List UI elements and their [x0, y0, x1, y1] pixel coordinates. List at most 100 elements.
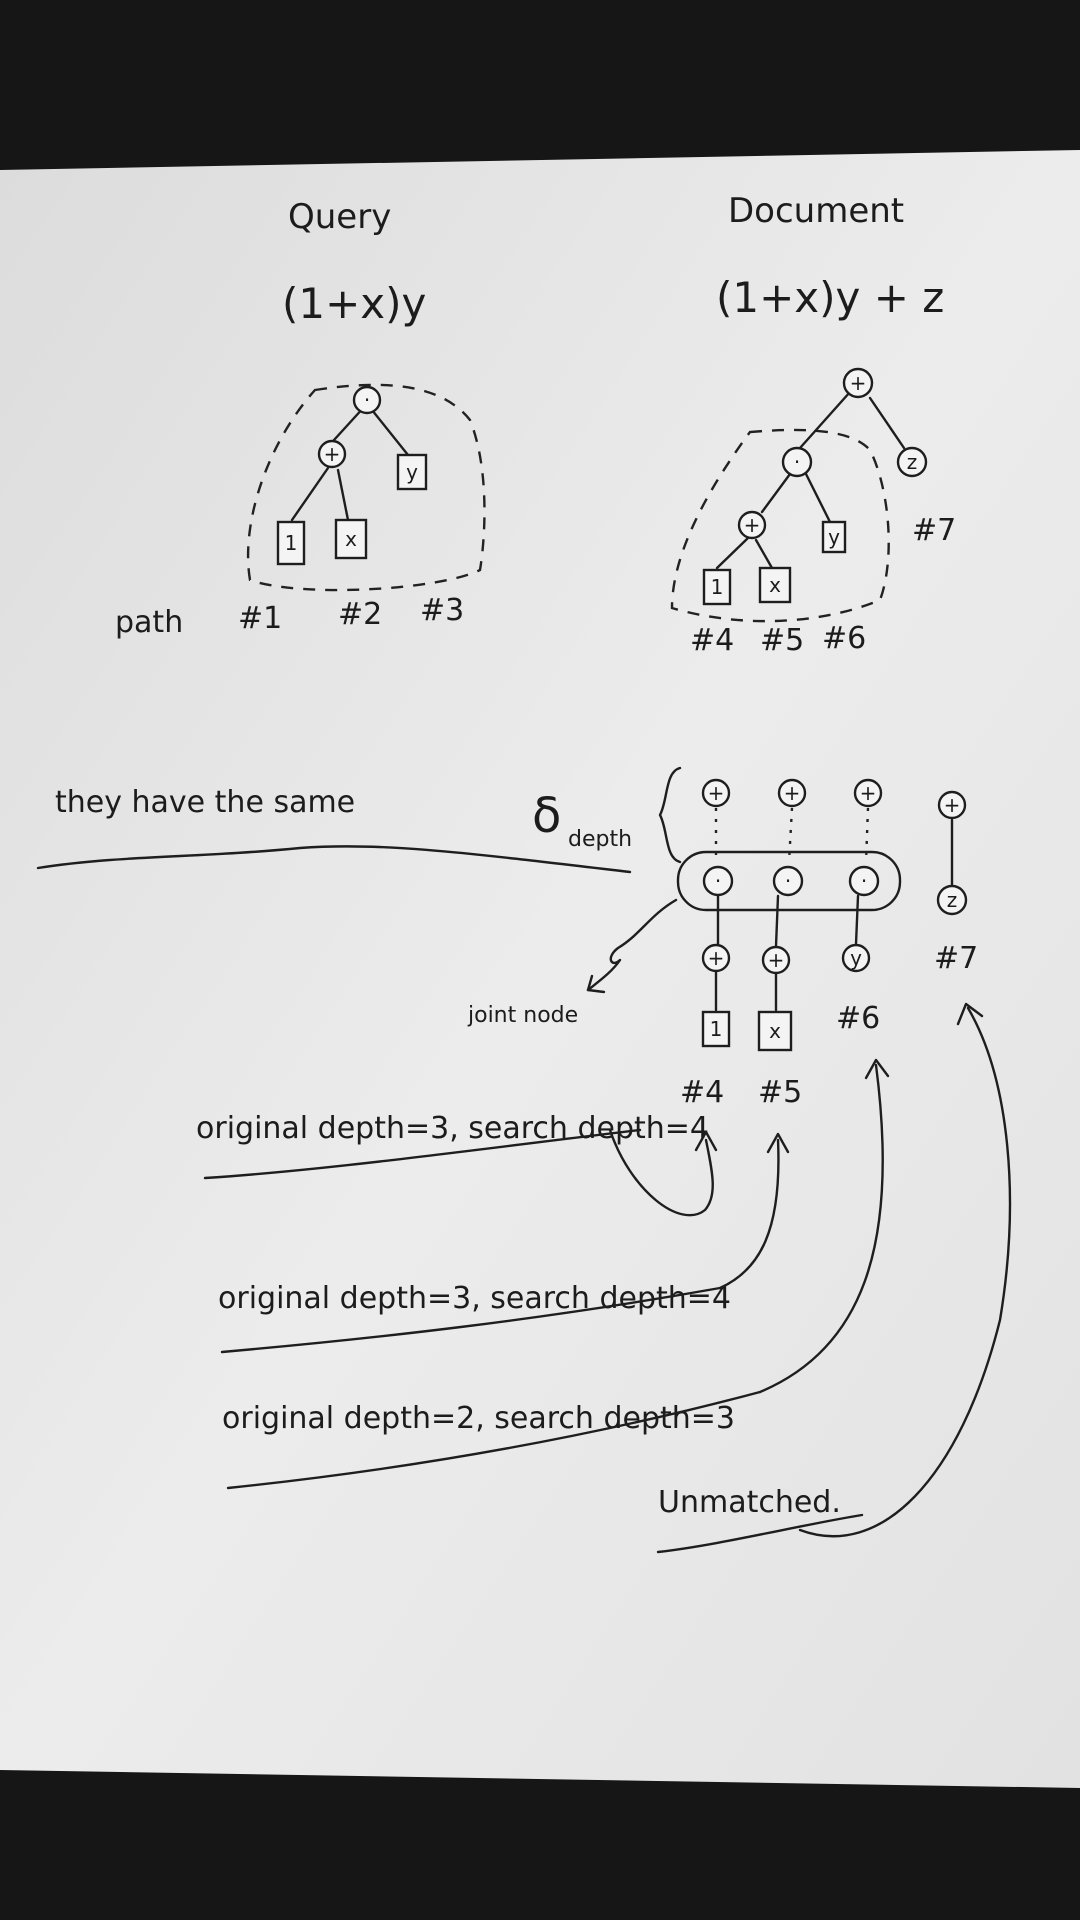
col6-top-label: +	[860, 781, 877, 805]
unmatched-underline	[656, 1513, 864, 1554]
path-4-label: #4	[690, 623, 734, 658]
path-label: path	[115, 605, 183, 640]
document-edge	[715, 536, 750, 570]
document-times-label: ·	[794, 450, 800, 474]
delta-symbol: δ	[532, 788, 561, 844]
col6-mid-label: ·	[861, 869, 867, 893]
col6-low-label: y	[850, 946, 862, 970]
result-3-arrow	[758, 1063, 884, 1394]
joint-node-arrowhead	[586, 974, 606, 994]
document-leaf-y-label: y	[828, 525, 840, 549]
col7-path-label: #7	[934, 941, 978, 976]
result-3-underline	[226, 1390, 762, 1490]
document-edge	[798, 390, 852, 450]
document-times-node	[781, 446, 813, 478]
document-heading: Document	[728, 191, 904, 231]
joint-node-label: joint node	[467, 1003, 578, 1028]
document-leaf-y	[821, 520, 847, 554]
col4-leaf	[701, 1010, 731, 1048]
col4-low-label: +	[708, 946, 725, 970]
path-7-label: #7	[912, 513, 956, 548]
query-leaf-x	[334, 518, 368, 560]
same-delta-section: they have the same δ depth	[36, 766, 682, 874]
col7-mid-label: z	[947, 888, 958, 912]
query-plus-label: +	[324, 442, 341, 466]
query-leaf-one	[276, 520, 306, 566]
query-leaf-x-label: x	[345, 527, 357, 551]
col4-mid-label: ·	[715, 869, 721, 893]
result-2-text: original depth=3, search depth=4	[218, 1281, 731, 1316]
brace	[658, 766, 682, 864]
col6-edge	[854, 894, 860, 946]
joint-node-arrow	[586, 898, 678, 992]
unmatched-text: Unmatched.	[658, 1485, 841, 1520]
document-edge	[760, 472, 792, 514]
document-edge	[754, 538, 774, 570]
col4-path-label: #4	[680, 1075, 724, 1110]
col5-mid-label: ·	[785, 869, 791, 893]
result-1-underline	[203, 1128, 642, 1180]
query-edge	[370, 408, 410, 457]
document-leaf-one	[702, 568, 732, 606]
path-6-label: #6	[822, 621, 866, 656]
col5-edge	[774, 894, 780, 948]
col6-top-node	[853, 778, 883, 808]
path-5-label: #5	[760, 623, 804, 658]
result-1-arrowhead	[694, 1130, 718, 1152]
paper-sheet	[0, 150, 1080, 1788]
query-edge	[290, 466, 330, 522]
query-plus-node	[317, 439, 347, 469]
document-expression: (1+x)y + z	[716, 273, 944, 322]
query-times-label: ·	[364, 388, 370, 412]
result-2-underline	[220, 1286, 722, 1354]
document-edge	[804, 472, 832, 524]
query-leaf-y	[396, 453, 428, 491]
col6-path-label: #6	[836, 1001, 880, 1036]
col6-low-node	[841, 943, 871, 973]
query-leaf-one-label: 1	[285, 531, 298, 555]
col6-mid-node	[848, 865, 880, 897]
path-2-label: #2	[338, 597, 382, 632]
unmatched-arrow	[798, 1006, 1012, 1538]
document-plus-node	[737, 510, 767, 540]
document-root-plus-label: +	[850, 371, 867, 395]
query-section: Query (1+x)y · + y 1 x path #1 #2 #3	[115, 197, 486, 640]
result-3-arrowhead	[864, 1058, 890, 1080]
unmatched-arrowhead	[956, 1002, 984, 1026]
col5-leaf-label: x	[769, 1019, 781, 1043]
col7-mid-node	[936, 884, 968, 916]
path-columns: + · + 1 #4 + · + x #5 + · y #6	[467, 778, 978, 1110]
results-section: original depth=3, search depth=4 origina…	[196, 1002, 1012, 1554]
result-1-arrow	[608, 1128, 714, 1217]
document-section: Document (1+x)y + z + · z + y 1 x #7 #4 …	[670, 191, 956, 658]
col5-top-label: +	[784, 781, 801, 805]
col5-top-node	[777, 778, 807, 808]
document-leaf-z-node	[896, 446, 928, 478]
document-edge	[868, 396, 906, 450]
col7-top-label: +	[944, 793, 961, 817]
col7-top-node	[937, 790, 967, 820]
document-leaf-x	[758, 566, 792, 604]
query-times-node	[352, 385, 382, 415]
document-leaf-z-label: z	[907, 450, 918, 474]
query-edge	[336, 468, 350, 522]
document-root-plus-node	[842, 367, 874, 399]
same-text: they have the same	[55, 785, 355, 820]
col5-low-label: +	[768, 948, 785, 972]
col5-path-label: #5	[758, 1075, 802, 1110]
result-2-arrow	[718, 1138, 780, 1290]
col5-leaf	[757, 1010, 793, 1052]
path-1-label: #1	[238, 601, 282, 636]
col4-leaf-label: 1	[710, 1017, 723, 1041]
col5-dotted-edge	[787, 807, 794, 863]
path-3-label: #3	[420, 593, 464, 628]
delta-subscript: depth	[568, 827, 632, 852]
col5-mid-node	[772, 865, 804, 897]
document-leaf-x-label: x	[769, 573, 781, 597]
col4-top-node	[701, 778, 731, 808]
query-heading: Query	[288, 197, 391, 237]
document-plus-label: +	[744, 513, 761, 537]
col6-dotted-edge	[864, 807, 870, 863]
query-expression: (1+x)y	[282, 279, 426, 328]
